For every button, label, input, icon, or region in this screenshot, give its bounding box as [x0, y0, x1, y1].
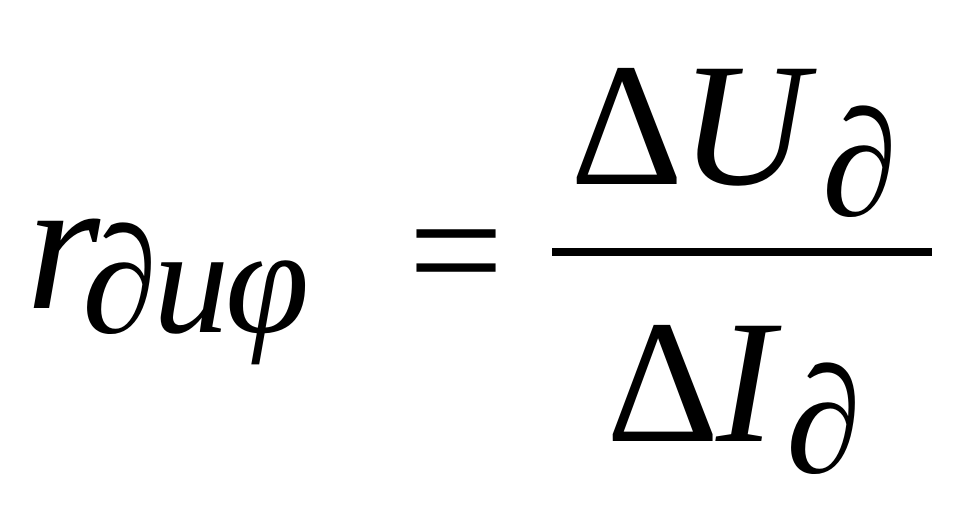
denominator-subscript: ∂	[786, 337, 862, 505]
lhs-symbol: r	[26, 140, 100, 350]
lhs-subscript: ∂иφ	[82, 197, 309, 365]
equals-sign: =	[408, 156, 504, 344]
denominator-delta: Δ	[606, 285, 720, 480]
fraction-bar	[552, 248, 932, 256]
numerator-delta: Δ	[570, 28, 684, 223]
numerator-variable: U	[680, 28, 808, 223]
denominator-variable: I	[716, 285, 775, 480]
numerator-subscript: ∂	[822, 80, 898, 248]
